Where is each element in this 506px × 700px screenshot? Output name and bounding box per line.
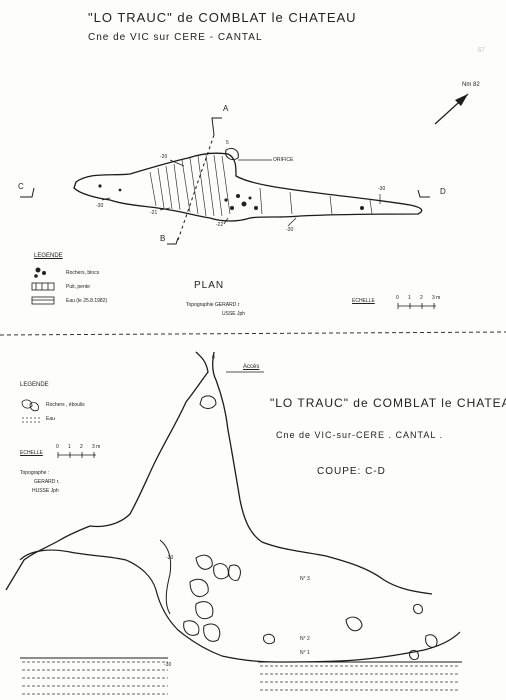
depth-label: -22 <box>216 222 224 228</box>
plan-legend-title: LEGENDE <box>34 253 63 259</box>
plan-title: "LO TRAUC" de COMBLAT le CHATEAU <box>88 10 357 25</box>
slope-icon <box>31 282 55 291</box>
water-surface <box>22 661 460 695</box>
depth-label: -20 <box>160 154 168 160</box>
plan-label: PLAN <box>194 280 225 291</box>
coupe-legend-symbols <box>21 399 40 423</box>
topographer-line1: GERARD r. <box>34 479 60 485</box>
topographer-line2: USSE Jph <box>222 311 246 317</box>
legend-item: Rochers , éboulis <box>46 402 85 408</box>
coupe-label: COUPE: C-D <box>317 466 386 477</box>
coupe-title: "LO TRAUC" de COMBLAT le CHATEAU. <box>270 396 506 410</box>
plan-subtitle: Cne de VIC sur CERE - CANTAL <box>88 32 263 43</box>
scale-tick: 1 <box>68 444 71 450</box>
chamber-number: N° 2 <box>300 636 310 642</box>
depth-label: -30 <box>96 203 104 209</box>
depth-label: -30 <box>286 227 294 233</box>
scale-tick: 1 <box>408 295 411 301</box>
north-label: Nm 82 <box>462 82 480 88</box>
access-label: Accès <box>243 364 260 370</box>
coupe-subtitle: Cne de VIC-sur-CERE . CANTAL . <box>276 430 444 440</box>
plan-scale-bar <box>397 303 436 309</box>
depth-label: -30 <box>164 662 172 668</box>
section-letter-b: B <box>160 234 166 243</box>
coupe-scale-bar <box>57 452 96 458</box>
rocks-icon <box>34 267 46 278</box>
scale-tick: 0 <box>56 444 59 450</box>
legend-item: Puit, pente <box>66 284 90 290</box>
plan-scale-label: ECHELLE <box>352 298 375 304</box>
coupe-legend-title: LEGENDE <box>20 382 49 388</box>
topographer-line2: HUSSE Jph <box>32 488 59 494</box>
topographer-title: Topographe : <box>20 470 50 476</box>
scale-tick: 3 m <box>432 295 441 301</box>
topographer-line1: Topographie GERARD r <box>186 302 240 308</box>
plan-legend-symbols <box>31 267 55 305</box>
surface-label: 5 <box>226 140 229 146</box>
depth-label: -20 <box>166 555 174 561</box>
section-letter-c: C <box>18 182 24 191</box>
chamber-number: N° 3 <box>300 576 310 582</box>
cave-section <box>5 351 462 695</box>
coupe-scale-label: ECHELLE <box>20 450 43 456</box>
section-letter-a: A <box>223 104 229 113</box>
cave-plan <box>73 147 423 222</box>
depth-label: -30 <box>378 186 386 192</box>
orifice-label: ORIFICE <box>273 157 294 163</box>
water-legend-icon <box>22 417 40 423</box>
rocks-scree-icon <box>21 399 39 412</box>
page-mark: 57 <box>478 48 485 54</box>
legend-item: Eau <box>46 416 55 422</box>
sheet-divider <box>0 331 506 336</box>
section-line-ab <box>167 117 222 245</box>
scale-tick: 3 m <box>92 444 101 450</box>
legend-item: Rochers, blocs <box>66 270 100 276</box>
section-line-cd <box>20 187 430 198</box>
depth-label: -21 <box>150 210 158 216</box>
north-arrow-icon <box>434 93 469 125</box>
chamber-number: N° 1 <box>300 650 310 656</box>
scale-tick: 2 <box>420 295 423 301</box>
water-icon <box>31 296 55 305</box>
section-letter-d: D <box>440 187 446 196</box>
scale-tick: 0 <box>396 295 399 301</box>
legend-item: Eau (le 25.8.1982) <box>66 298 108 304</box>
zero-label: 0 <box>212 355 215 361</box>
scale-tick: 2 <box>80 444 83 450</box>
